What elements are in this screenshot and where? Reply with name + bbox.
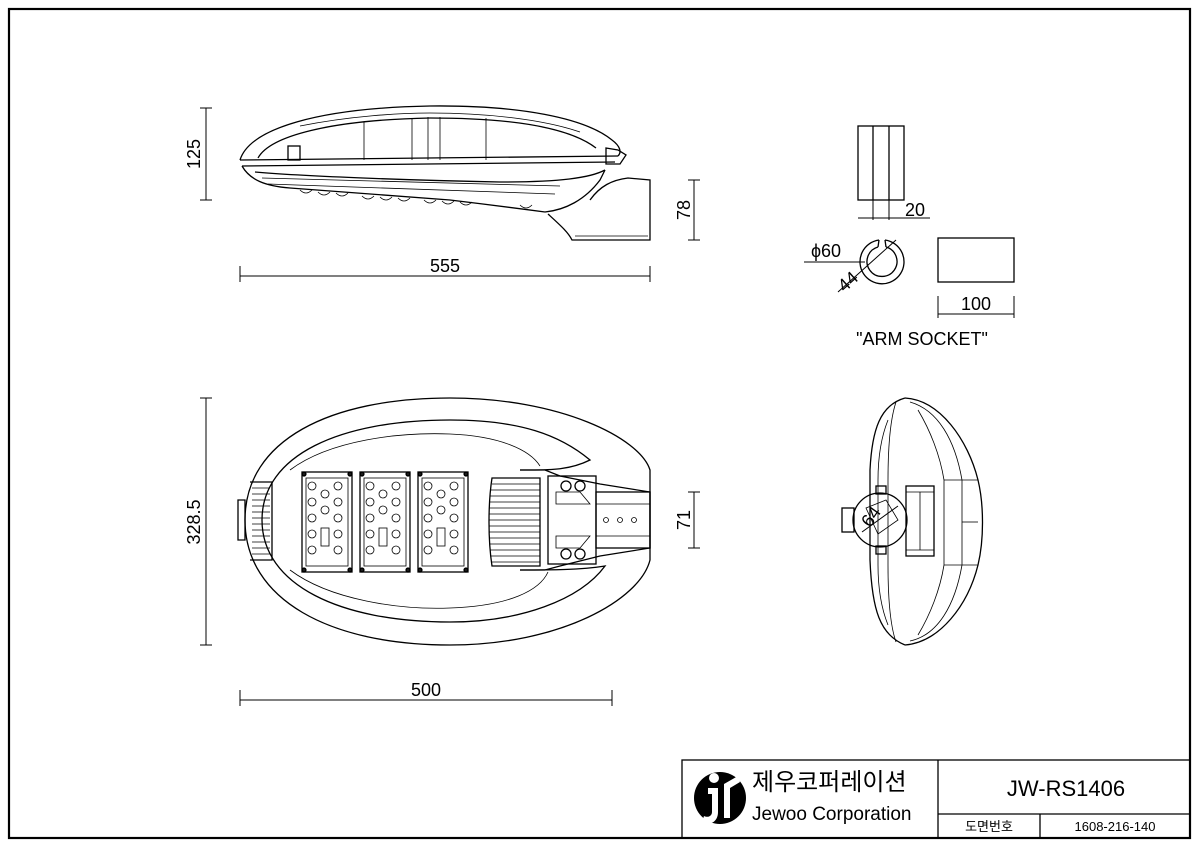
company-name-english: Jewoo Corporation — [752, 804, 911, 825]
dim-plan-arm-width: 71 — [674, 510, 694, 530]
plan-view-dimensions: 328.5 71 500 — [184, 397, 700, 706]
led-module-3 — [417, 471, 469, 573]
title-block: 제우코퍼레이션 Jewoo Corporation JW-RS1406 도면번호… — [681, 759, 1191, 839]
side-view-dimensions: 125 78 555 — [184, 107, 700, 282]
led-module-1 — [301, 471, 353, 573]
dim-socket-diameter: ϕ60 — [811, 241, 841, 261]
drawing-number: 1608-216-140 — [1075, 819, 1156, 834]
dim-plan-width: 328.5 — [184, 499, 204, 544]
sheet-border — [7, 7, 1192, 840]
side-view — [239, 105, 651, 241]
drawing-number-label: 도면번호 — [965, 820, 1013, 835]
company-name-korean: 제우코퍼레이션 — [752, 768, 907, 796]
dim-plan-length: 500 — [411, 680, 441, 700]
arm-socket-detail: 20 ϕ60 44 100 "ARM SOCKET" — [804, 125, 1015, 349]
company-logo — [694, 772, 746, 824]
arm-socket-caption: "ARM SOCKET" — [856, 329, 988, 349]
model-number: JW-RS1406 — [1007, 776, 1125, 801]
dim-side-length: 555 — [430, 256, 460, 276]
dim-arm-height: 78 — [674, 200, 694, 220]
dim-end-socket: 64 — [857, 503, 885, 531]
dim-socket-length: 100 — [961, 294, 991, 314]
dim-side-height: 125 — [184, 139, 204, 169]
plan-view — [237, 397, 651, 646]
end-view: 64 — [841, 397, 984, 646]
led-module-2 — [359, 471, 411, 573]
dim-socket-width: 20 — [905, 200, 925, 220]
